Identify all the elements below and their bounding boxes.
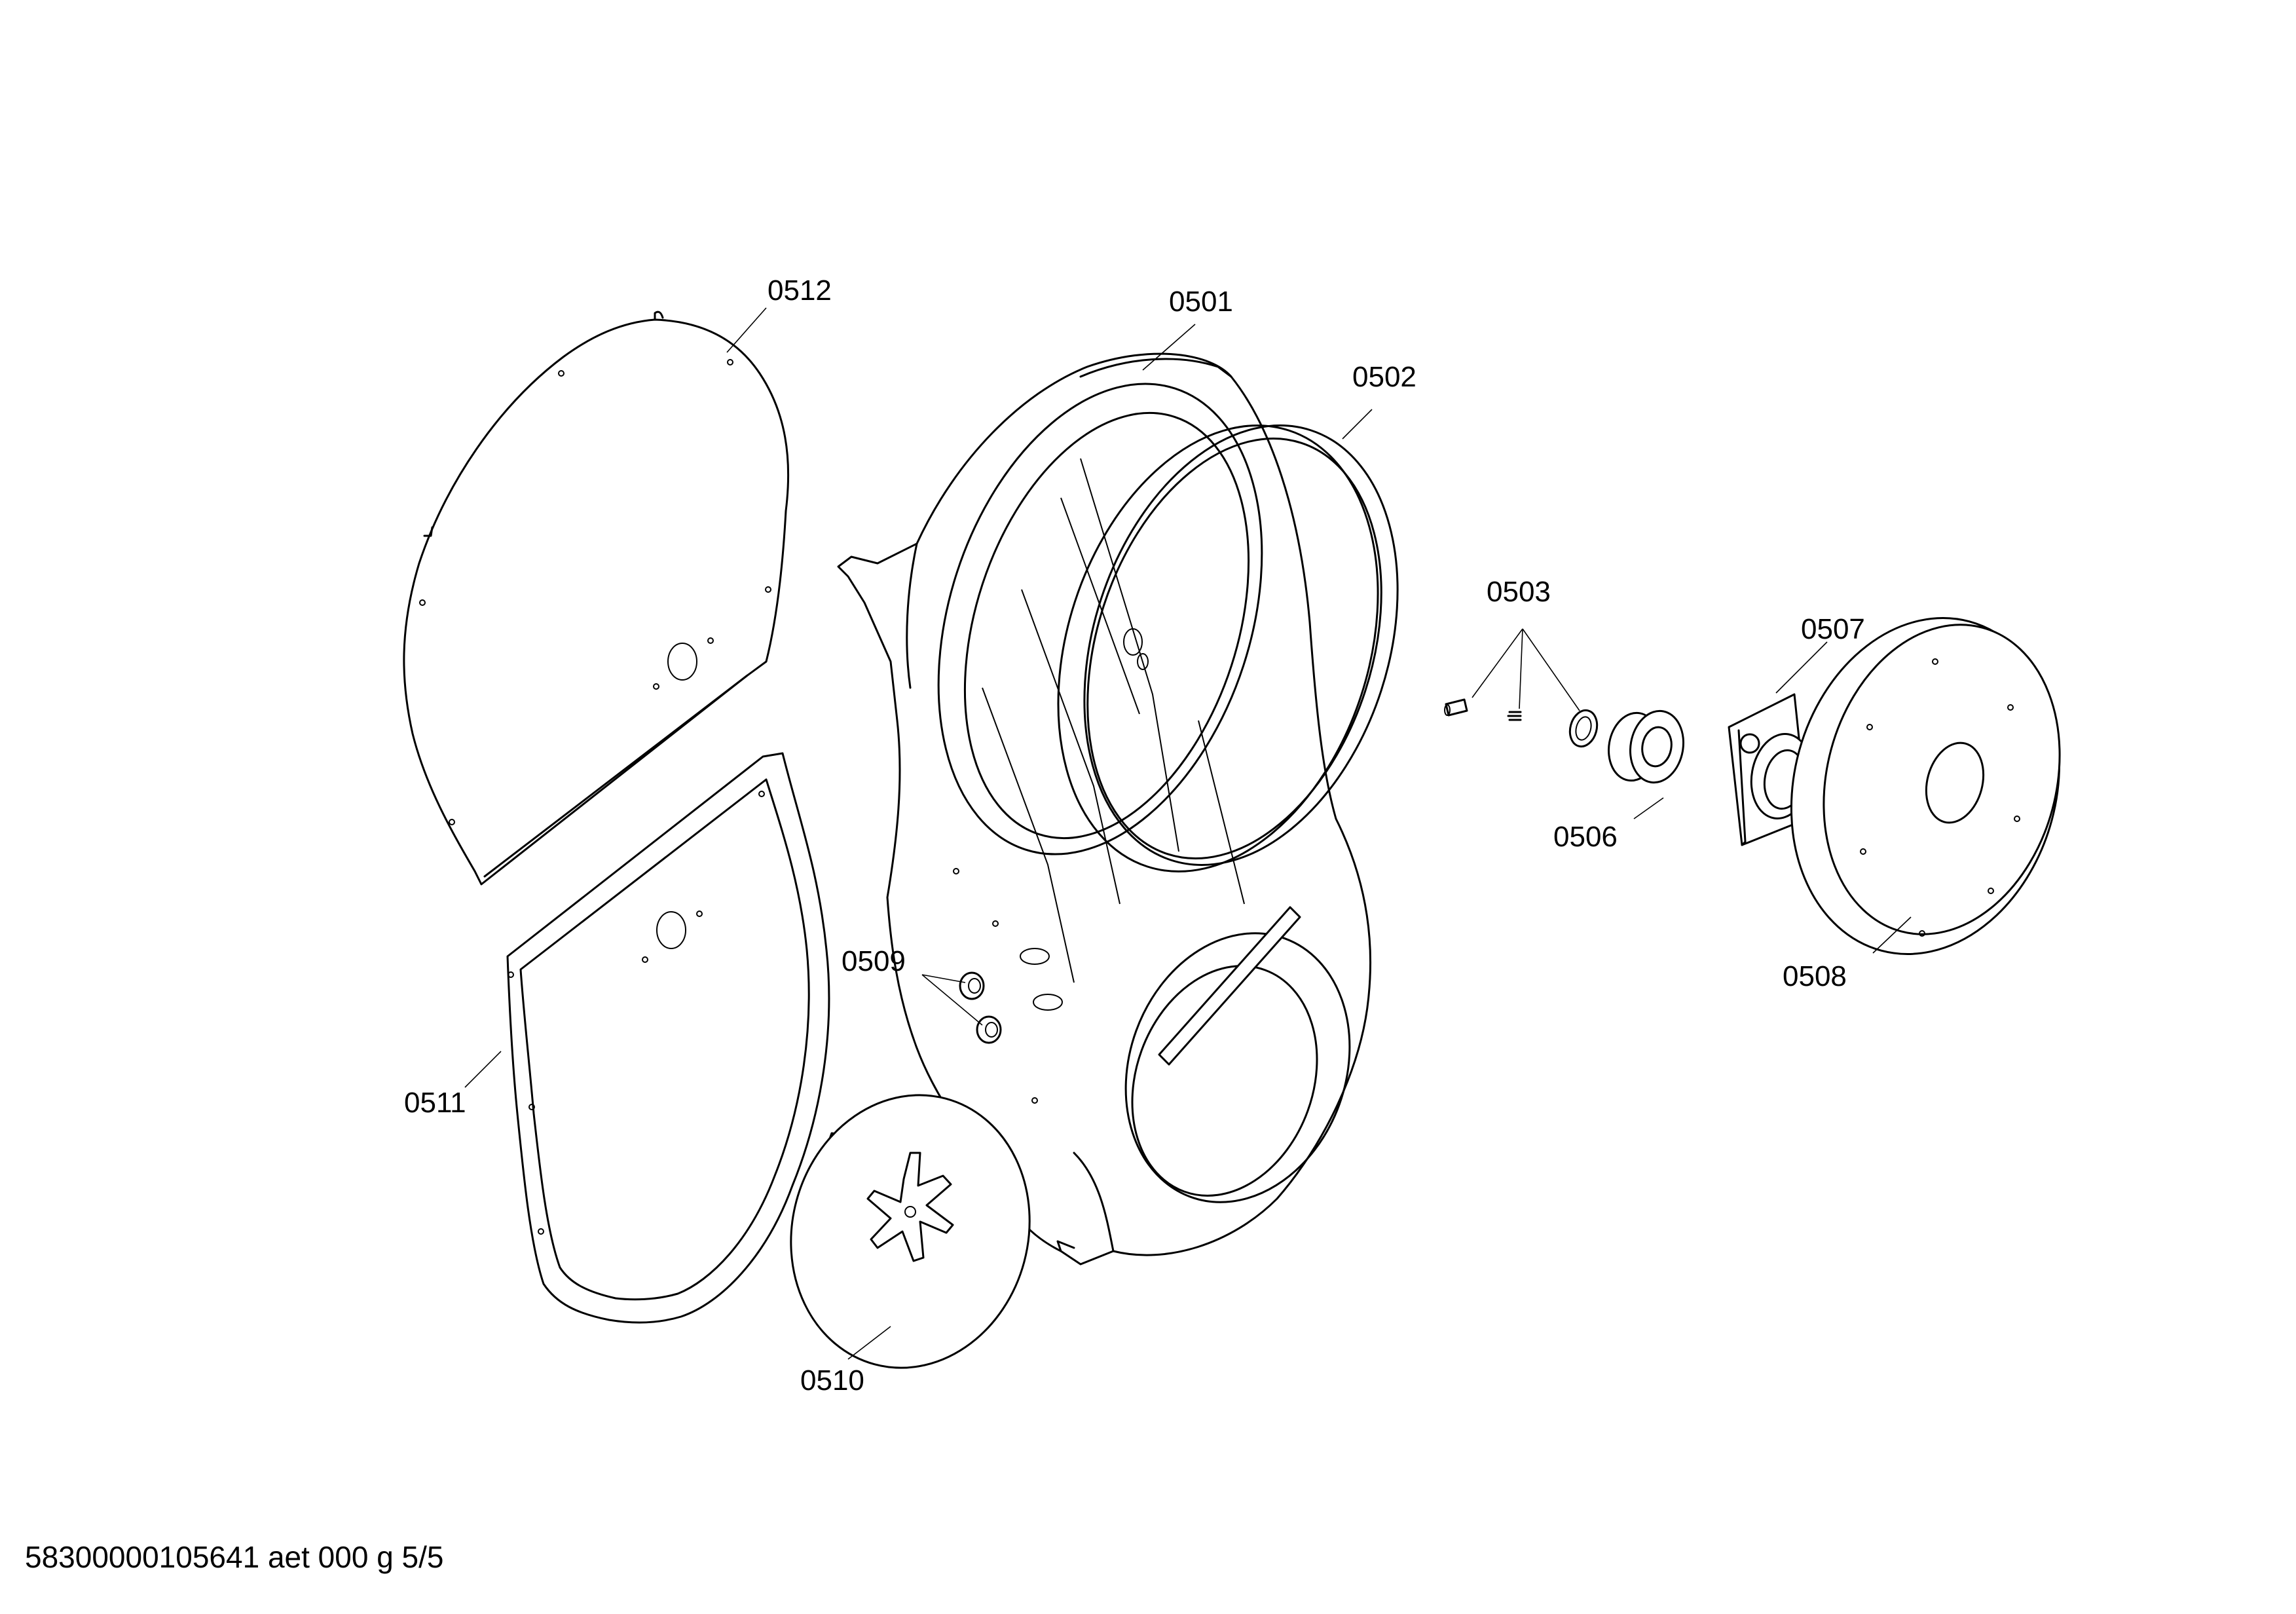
part-0512-rear-cover [403,310,790,886]
part-0503-hardware [1444,698,1599,748]
label-0501: 0501 [1169,286,1233,318]
part-0508-gasket [1790,617,2061,955]
part-0501-housing [837,352,1372,1266]
part-0509-grommets [959,971,1002,1044]
leader-lines [464,307,1912,1360]
document-code: 58300000105641 aet 000 g 5/5 [25,1540,444,1574]
label-0511: 0511 [404,1087,466,1119]
part-0506-bearing [1608,709,1685,784]
label-0503: 0503 [1487,576,1551,608]
label-0510: 0510 [800,1364,864,1397]
label-0502: 0502 [1352,361,1416,393]
label-0506: 0506 [1553,821,1618,853]
part-0511-frame-gasket [506,752,830,1324]
part-labels: 0512 0501 0502 0503 0507 0506 0508 0509 … [404,274,1865,1397]
part-0510-fan-wheel [790,1094,1031,1369]
label-0512: 0512 [768,274,832,307]
label-0507: 0507 [1801,613,1865,645]
label-0509: 0509 [842,945,906,977]
label-0508: 0508 [1783,960,1847,992]
part-0502-ring [1057,424,1399,873]
